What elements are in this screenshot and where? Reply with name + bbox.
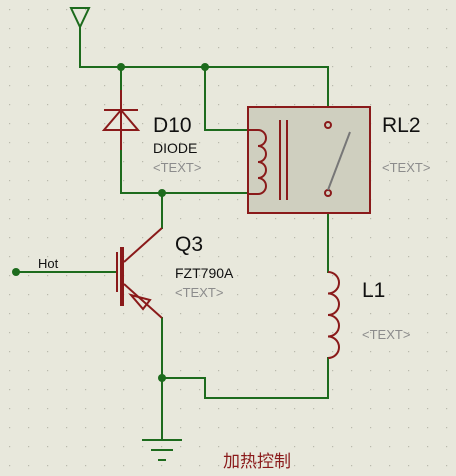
net-terminal-dot[interactable]	[12, 268, 20, 276]
relay-coil	[248, 129, 267, 195]
ground-icon[interactable]	[142, 439, 182, 461]
diode-text-placeholder: <TEXT>	[153, 160, 201, 175]
junction-dot	[201, 63, 209, 71]
inductor-ref-label: L1	[362, 279, 385, 302]
relay-switch-arm	[327, 131, 351, 191]
junction-dot	[158, 374, 166, 382]
relay-contact	[324, 121, 332, 129]
relay-text-placeholder: <TEXT>	[382, 160, 430, 175]
transistor-q3[interactable]	[116, 227, 163, 319]
inductor-text-placeholder: <TEXT>	[362, 327, 410, 342]
inductor-return-wire	[204, 377, 329, 399]
junction-dots	[12, 63, 209, 382]
junction-dot	[117, 63, 125, 71]
power-terminal-icon[interactable]	[69, 7, 91, 68]
junction-dot	[158, 189, 166, 197]
diode-d10[interactable]	[101, 90, 141, 150]
relay-rl2[interactable]	[247, 106, 371, 214]
schematic-caption: 加热控制	[223, 452, 291, 472]
inductor-coil	[327, 271, 340, 359]
transistor-text-placeholder: <TEXT>	[175, 285, 223, 300]
transistor-value-label: FZT790A	[175, 265, 234, 281]
inductor-l1[interactable]	[327, 271, 340, 359]
relay-body	[247, 106, 371, 214]
transistor-ref-label: Q3	[175, 233, 203, 256]
net-label-hot: Hot	[38, 256, 59, 271]
diode-ref-label: D10	[153, 114, 192, 137]
diode-value-label: DIODE	[153, 140, 197, 156]
relay-ref-label: RL2	[382, 114, 421, 137]
